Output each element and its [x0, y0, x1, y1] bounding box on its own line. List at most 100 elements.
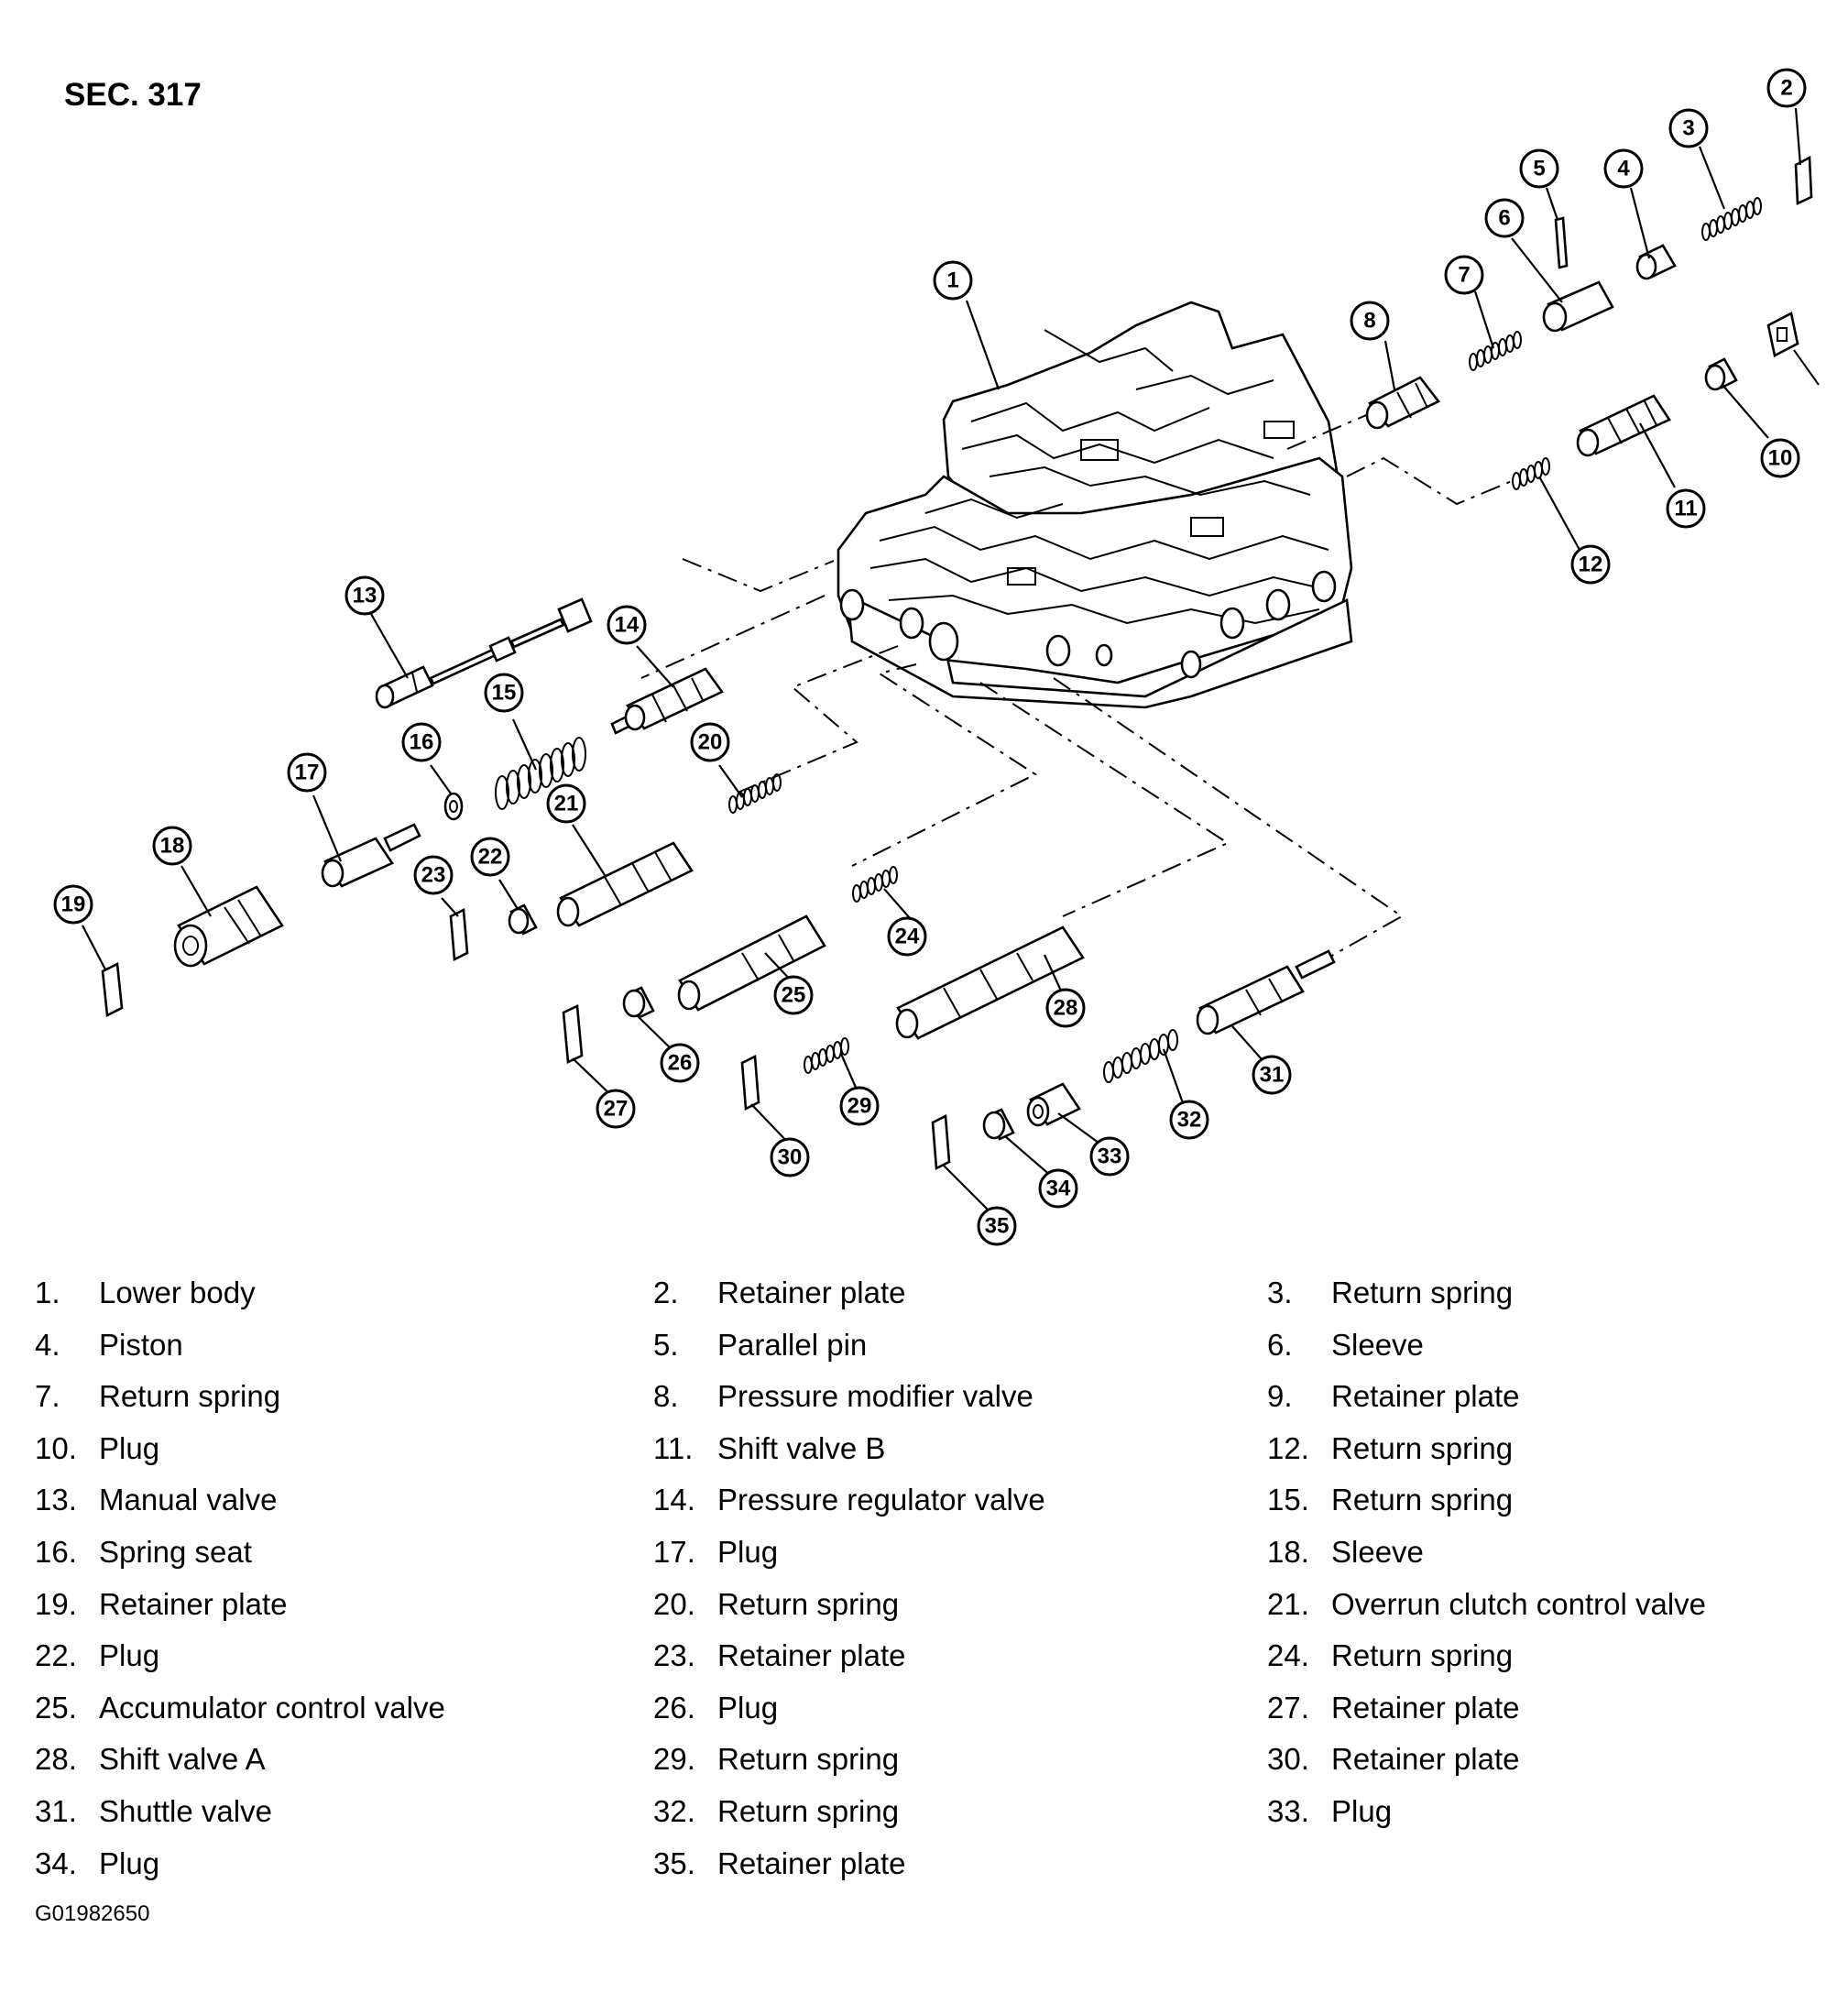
part-pressure-regulator-valve-14: [610, 667, 724, 735]
part-plug-26: [622, 986, 655, 1019]
legend-item-name: Retainer plate: [1331, 1742, 1520, 1777]
legend-item-number: 26.: [653, 1690, 695, 1725]
callout-32: 32: [1169, 1100, 1209, 1140]
legend-item-number: 17.: [653, 1535, 695, 1569]
legend-item-name: Return spring: [1331, 1638, 1514, 1673]
callout-24: 24: [887, 916, 927, 957]
callout-2: 2: [1766, 68, 1807, 108]
legend-item-name: Overrun clutch control valve: [1331, 1586, 1707, 1621]
legend-item-name: Shuttle valve: [99, 1794, 272, 1828]
callout-20-label: 20: [698, 730, 723, 755]
callout-18-label: 18: [160, 834, 185, 859]
legend-item-number: 29.: [653, 1742, 695, 1777]
callout-11-label: 11: [1674, 497, 1697, 521]
callout-31-label: 31: [1260, 1063, 1285, 1088]
legend-item-number: 9.: [1267, 1379, 1293, 1414]
legend-item-number: 28.: [35, 1742, 77, 1777]
legend-item-number: 33.: [1267, 1794, 1309, 1828]
legend-item-name: Plug: [99, 1638, 160, 1673]
callout-29: 29: [839, 1086, 880, 1126]
legend-item-name: Return spring: [1331, 1430, 1514, 1465]
legend-item-name: Retainer plate: [717, 1845, 906, 1880]
callout-22-label: 22: [478, 845, 503, 870]
part-retainer-plate-2: [1794, 155, 1813, 205]
callout-13: 13: [344, 575, 385, 616]
part-return-spring-12: [1512, 457, 1550, 490]
part-plug-22: [508, 903, 538, 936]
callout-34: 34: [1038, 1168, 1078, 1209]
legend-item-number: 32.: [653, 1794, 695, 1828]
callout-3: 3: [1668, 108, 1709, 148]
callout-16: 16: [401, 722, 442, 762]
legend-item-number: 11.: [653, 1430, 694, 1465]
callout-26-label: 26: [668, 1051, 693, 1076]
legend-item-name: Return spring: [99, 1379, 281, 1414]
callout-1-label: 1: [946, 268, 958, 293]
part-retainer-plate-27: [562, 1004, 584, 1064]
legend-item-name: Plug: [99, 1430, 160, 1465]
legend-item-number: 1.: [35, 1276, 60, 1309]
legend-item-name: Sleeve: [1331, 1327, 1424, 1362]
legend-item-name: Lower body: [99, 1276, 256, 1309]
callout-35-label: 35: [985, 1214, 1010, 1239]
part-retainer-plate-23: [449, 907, 469, 962]
part-retainer-plate-30: [740, 1054, 760, 1111]
part-retainer-plate-19: [101, 961, 124, 1018]
legend-item-name: Plug: [99, 1845, 160, 1880]
legend-item-name: Plug: [717, 1690, 779, 1725]
legend-item-name: Return spring: [1331, 1276, 1514, 1309]
legend-item-name: Return spring: [717, 1794, 900, 1828]
legend-item-name: Plug: [717, 1535, 779, 1569]
part-return-spring-7: [1469, 331, 1522, 371]
callout-10-label: 10: [1768, 446, 1793, 471]
callout-28: 28: [1045, 988, 1086, 1028]
part-accumulator-control-valve-25: [677, 914, 826, 1012]
legend-item-number: 4.: [35, 1327, 60, 1362]
legend-item-name: Retainer plate: [99, 1586, 288, 1621]
callout-32-label: 32: [1177, 1108, 1202, 1133]
callout-21: 21: [546, 783, 586, 824]
legend-item-name: Accumulator control valve: [99, 1690, 445, 1725]
callout-17: 17: [287, 752, 327, 793]
part-return-spring-15: [495, 737, 586, 810]
callout-10: 10: [1760, 438, 1800, 478]
legend-item-number: 18.: [1267, 1535, 1309, 1569]
legend-item-number: 31.: [35, 1794, 77, 1828]
callout-15-label: 15: [492, 681, 517, 706]
legend-item-name: Retainer plate: [1331, 1690, 1520, 1725]
callout-16-label: 16: [410, 730, 434, 755]
callout-14-label: 14: [615, 613, 640, 638]
legend-item-name: Plug: [1331, 1794, 1393, 1828]
callout-25: 25: [773, 975, 814, 1015]
lower-body-front: [846, 593, 1353, 709]
legend-item-name: Pressure modifier valve: [717, 1379, 1033, 1414]
part-piston-4: [1635, 244, 1677, 280]
callout-6-label: 6: [1498, 206, 1510, 231]
legend-item-number: 7.: [35, 1379, 60, 1414]
legend-item-name: Shift valve A: [99, 1742, 266, 1777]
callout-26: 26: [660, 1043, 700, 1083]
legend-item-name: Piston: [99, 1327, 183, 1362]
legend-item-number: 34.: [35, 1845, 77, 1880]
legend-item-number: 27.: [1267, 1690, 1309, 1725]
callout-13-label: 13: [353, 584, 377, 608]
callout-19: 19: [53, 884, 93, 925]
part-return-spring-20: [728, 773, 782, 814]
callout-33: 33: [1089, 1136, 1130, 1177]
callout-2-label: 2: [1780, 76, 1792, 101]
callout-14: 14: [607, 605, 647, 645]
callout-25-label: 25: [782, 983, 806, 1008]
legend-item-number: 13.: [35, 1483, 77, 1517]
callout-31: 31: [1252, 1055, 1292, 1095]
callout-6: 6: [1484, 198, 1525, 238]
callout-3-label: 3: [1682, 116, 1694, 141]
part-retainer-plate-9: [1766, 312, 1820, 386]
part-manual-valve-13: [375, 597, 593, 709]
callout-15: 15: [484, 673, 524, 713]
legend-item-name: Manual valve: [99, 1483, 278, 1517]
legend-item-name: Return spring: [1331, 1483, 1514, 1517]
legend-item-name: Sleeve: [1331, 1535, 1424, 1569]
callout-4: 4: [1603, 148, 1644, 189]
part-plug-33: [1026, 1082, 1081, 1127]
legend-item-number: 22.: [35, 1638, 77, 1673]
